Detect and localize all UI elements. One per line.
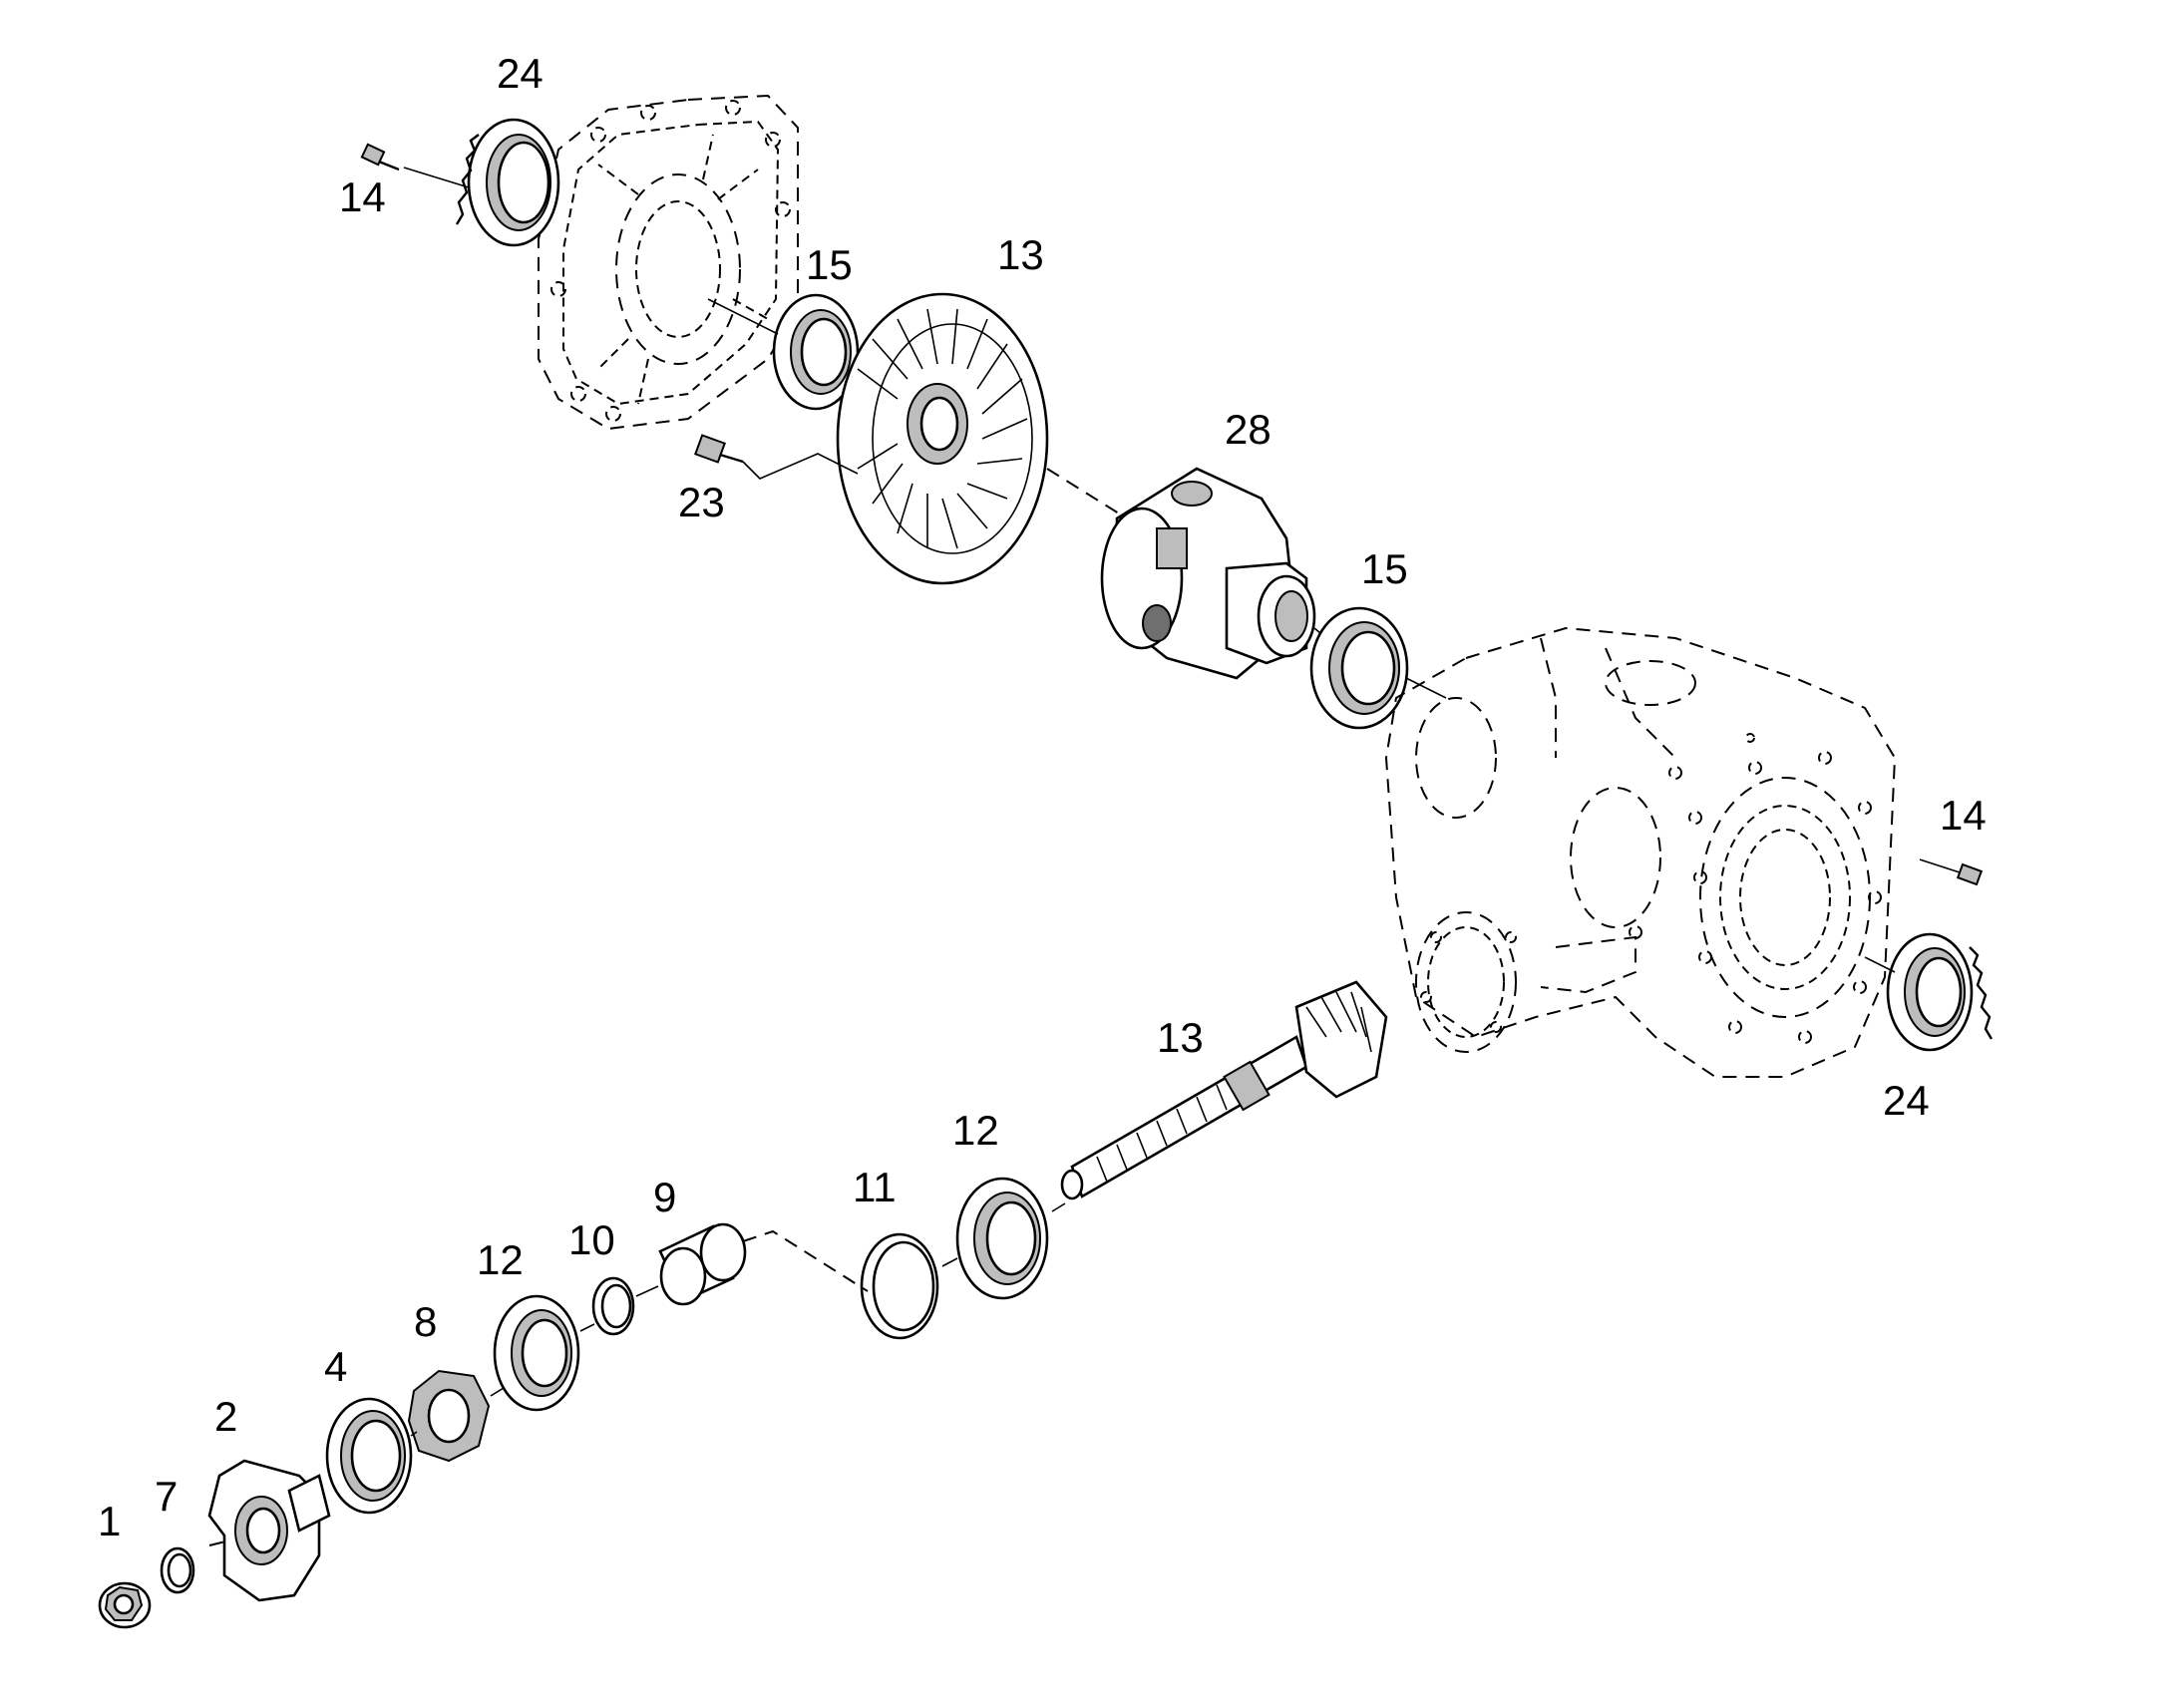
part-15-bearing-lower: [1309, 606, 1447, 730]
callout-14-upper: 14: [339, 173, 386, 220]
part-12-bearing-shaft: [955, 1177, 1066, 1300]
callout-14-right: 14: [1940, 792, 1987, 839]
part-4-seal: [325, 1397, 418, 1515]
callout-13-ring-gear: 13: [997, 231, 1044, 278]
part-7-o-ring: [160, 1546, 195, 1594]
part-10-small-ring: [591, 1276, 659, 1336]
part-14-screw-upper: [360, 143, 400, 171]
callout-12-lower: 12: [477, 1236, 524, 1283]
callout-10: 10: [568, 1216, 615, 1263]
callout-1: 1: [98, 1498, 121, 1544]
callout-labels: 24 14 15 13 23 28 15 14 24 13 12 11 9 10…: [98, 50, 1987, 1544]
callout-23: 23: [678, 479, 725, 525]
axle-housing: [1384, 626, 1897, 1078]
callout-7: 7: [155, 1473, 178, 1520]
callout-15-upper: 15: [806, 241, 853, 288]
part-15-bearing-upper: [707, 293, 860, 411]
callout-24-upper: 24: [497, 50, 544, 97]
callout-24-right: 24: [1883, 1077, 1930, 1124]
part-23-bolt: [694, 434, 859, 480]
part-13-ring-gear: [836, 292, 1128, 585]
callout-4: 4: [324, 1343, 347, 1390]
part-12-bearing-lower: [493, 1294, 595, 1412]
callout-12-upper: 12: [952, 1107, 999, 1154]
part-13-pinion-shaft: [1060, 980, 1388, 1200]
part-28-differential-case: [1100, 467, 1327, 680]
part-14-screw-right: [1919, 858, 1984, 886]
callout-8: 8: [414, 1298, 437, 1345]
part-8-nut: [407, 1369, 505, 1463]
part-24-adjusting-ring-upper: [403, 118, 560, 247]
part-1-flange-nut: [98, 1581, 152, 1629]
callout-2: 2: [214, 1393, 237, 1440]
callout-15-lower: 15: [1361, 545, 1408, 592]
callout-9: 9: [653, 1174, 676, 1220]
callout-13-pinion: 13: [1157, 1014, 1204, 1061]
part-11-ring: [860, 1232, 958, 1340]
part-24-adjusting-ring-right: [1864, 932, 1994, 1052]
part-2-flange-yoke: [207, 1459, 331, 1602]
callout-11: 11: [853, 1164, 897, 1210]
callout-28: 28: [1225, 406, 1272, 453]
cover-plate: [538, 94, 799, 431]
part-9-sleeve: [658, 1222, 869, 1306]
